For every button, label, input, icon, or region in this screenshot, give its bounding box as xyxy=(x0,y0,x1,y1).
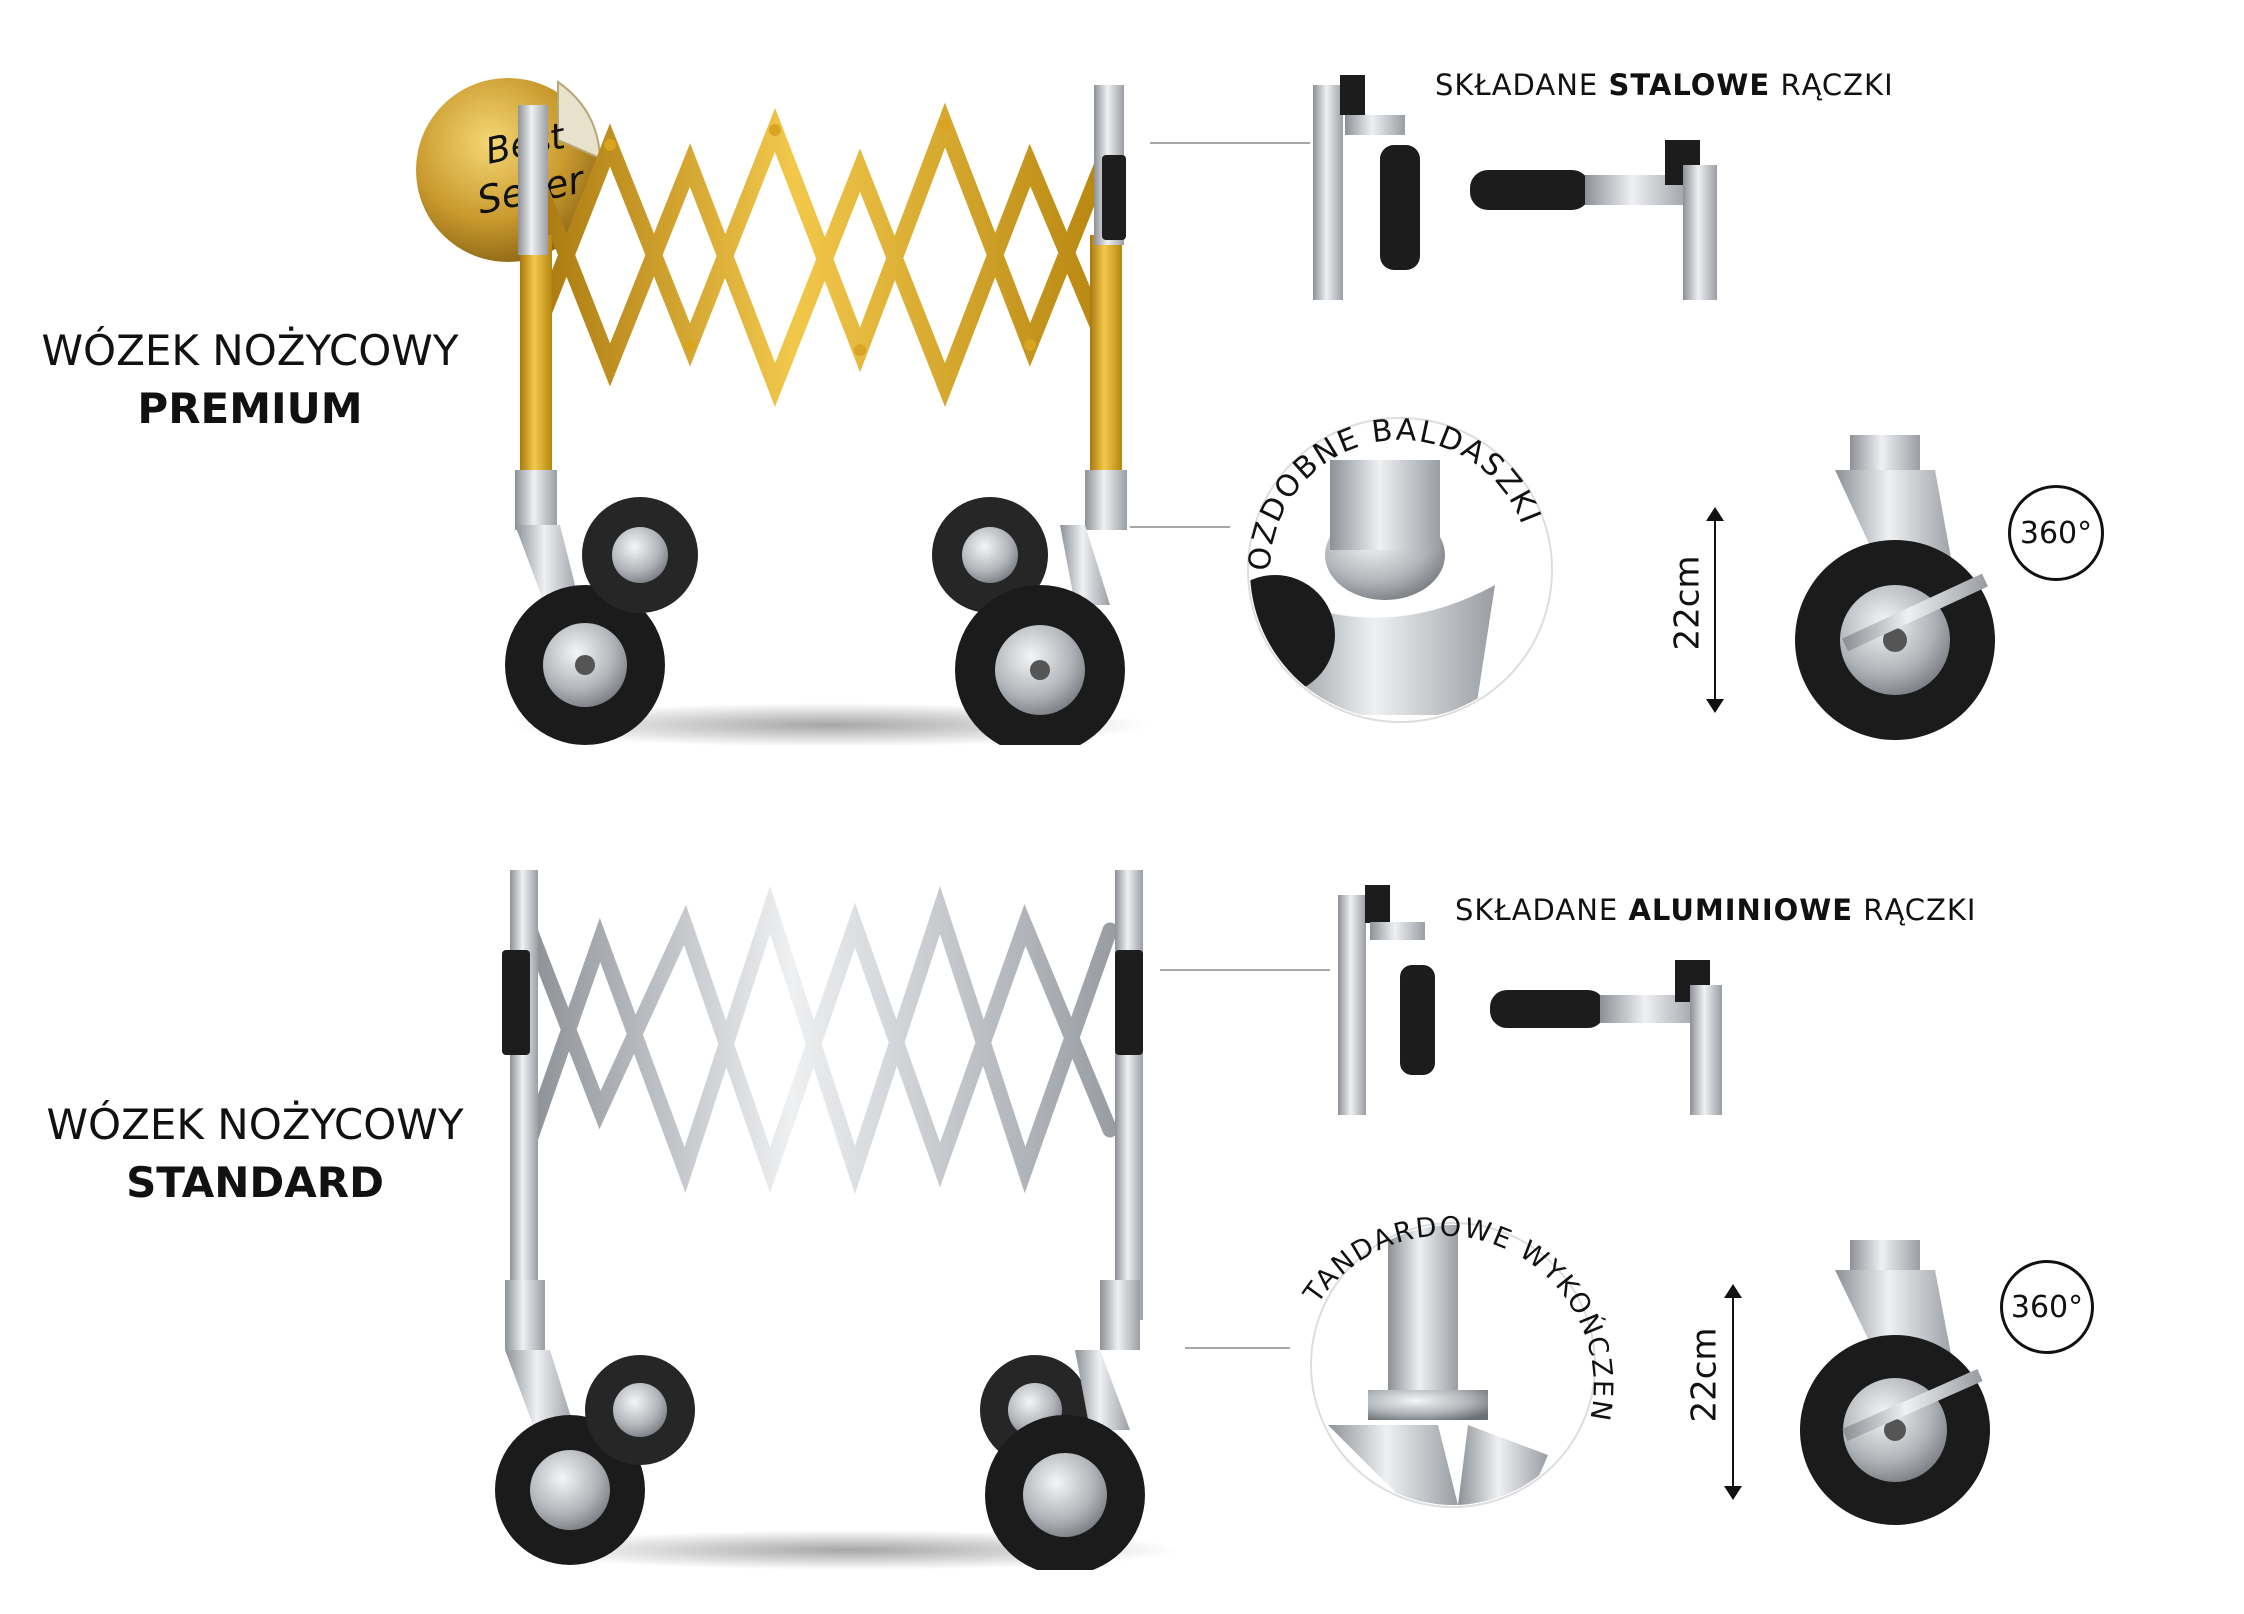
standard-wheel-back-left xyxy=(585,1355,695,1465)
premium-title-line2: PREMIUM xyxy=(137,384,363,433)
standard-rotation-badge: 360° xyxy=(2000,1260,2094,1354)
standard-title: WÓZEK NOŻYCOWY STANDARD xyxy=(35,1096,475,1212)
rotation-360-icon: 360° xyxy=(2019,515,2093,551)
premium-wheel-back-right xyxy=(932,497,1048,613)
standard-wheel-front-left xyxy=(495,1350,645,1565)
premium-handles-label: SKŁADANE STALOWE RĄCZKI xyxy=(1435,68,1894,102)
premium-cart-image xyxy=(505,85,1150,745)
premium-wheel-front-left xyxy=(505,525,665,745)
rotation-360-icon: 360° xyxy=(2010,1289,2084,1325)
scissor-frame-gold xyxy=(527,102,1118,407)
standard-size-arrow xyxy=(1724,1284,1742,1500)
premium-wheel-front-right xyxy=(955,525,1125,745)
premium-title-line1: WÓZEK NOŻYCOWY xyxy=(41,326,459,375)
premium-wheel-back-left xyxy=(582,497,698,613)
standard-title-line1: WÓZEK NOŻYCOWY xyxy=(46,1100,464,1149)
scissor-frame-silver xyxy=(522,885,1118,1195)
standard-caster-wheel xyxy=(1800,1240,1990,1525)
premium-size-arrow xyxy=(1706,507,1724,713)
premium-handles-image xyxy=(1313,75,1717,300)
premium-rotation-badge: 360° xyxy=(2008,485,2104,581)
standard-cart-image xyxy=(495,870,1180,1570)
standard-wheel-front-right xyxy=(985,1350,1145,1570)
standard-detail-circle: STANDARDOWE WYKOŃCZENIE xyxy=(1273,1165,1643,1508)
premium-detail-circle: OZDOBNE BALDASZKI xyxy=(1220,388,1553,723)
premium-title: WÓZEK NOŻYCOWY PREMIUM xyxy=(30,322,470,438)
standard-handles-image xyxy=(1338,885,1722,1115)
standard-handles-label: SKŁADANE ALUMINIOWE RĄCZKI xyxy=(1455,893,1977,927)
premium-caster-wheel xyxy=(1795,435,1995,740)
standard-title-line2: STANDARD xyxy=(126,1158,384,1207)
